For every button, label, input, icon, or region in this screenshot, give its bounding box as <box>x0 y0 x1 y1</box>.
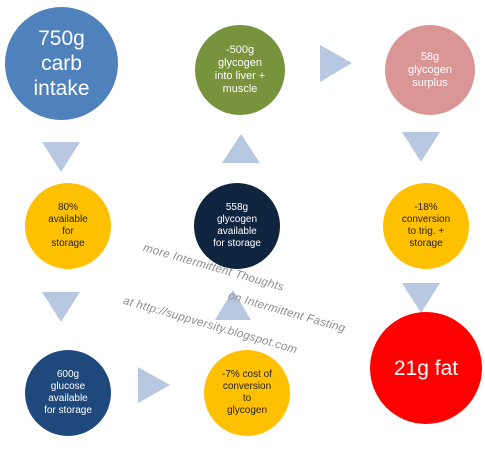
node-glucose-600: 600g glucose available for storage <box>25 350 111 436</box>
arrow-up-conversion-to-558 <box>215 290 251 320</box>
node-glycogen-liver-label: -500g glycogen into liver + muscle <box>214 44 266 95</box>
node-glycogen-surplus-label: 58g glycogen surplus <box>407 50 453 89</box>
node-glycogen-surplus: 58g glycogen surplus <box>385 25 475 115</box>
node-available-80: 80% available for storage <box>25 183 111 269</box>
arrow-down-conversion-to-fat <box>402 283 440 313</box>
node-fat-21-label: 21g fat <box>393 356 459 380</box>
node-available-80-label: 80% available for storage <box>48 202 88 249</box>
node-conversion-7: -7% cost of conversion to glycogen <box>204 350 290 436</box>
node-glycogen-558-label: 558g glycogen available for storage <box>213 202 261 249</box>
node-fat-21: 21g fat <box>370 312 482 424</box>
arrow-right-glucose-to-conversion <box>138 367 170 403</box>
arrow-down-surplus-to-conversion <box>402 132 440 162</box>
node-conversion-18: -18% conversion to trig. + storage <box>383 183 469 269</box>
arrow-down-carb-to-available <box>42 142 80 172</box>
node-glycogen-558: 558g glycogen available for storage <box>194 183 280 269</box>
node-glycogen-liver: -500g glycogen into liver + muscle <box>195 25 285 115</box>
node-carb-intake: 750g carb intake <box>5 7 118 120</box>
arrow-down-available-to-glucose <box>42 292 80 322</box>
node-glucose-600-label: 600g glucose available for storage <box>44 369 92 416</box>
node-carb-intake-label: 750g carb intake <box>33 27 90 100</box>
node-conversion-7-label: -7% cost of conversion to glycogen <box>221 369 273 416</box>
arrow-up-558-to-liver <box>222 134 260 163</box>
node-conversion-18-label: -18% conversion to trig. + storage <box>401 202 451 249</box>
arrow-right-liver-to-surplus <box>320 45 352 82</box>
